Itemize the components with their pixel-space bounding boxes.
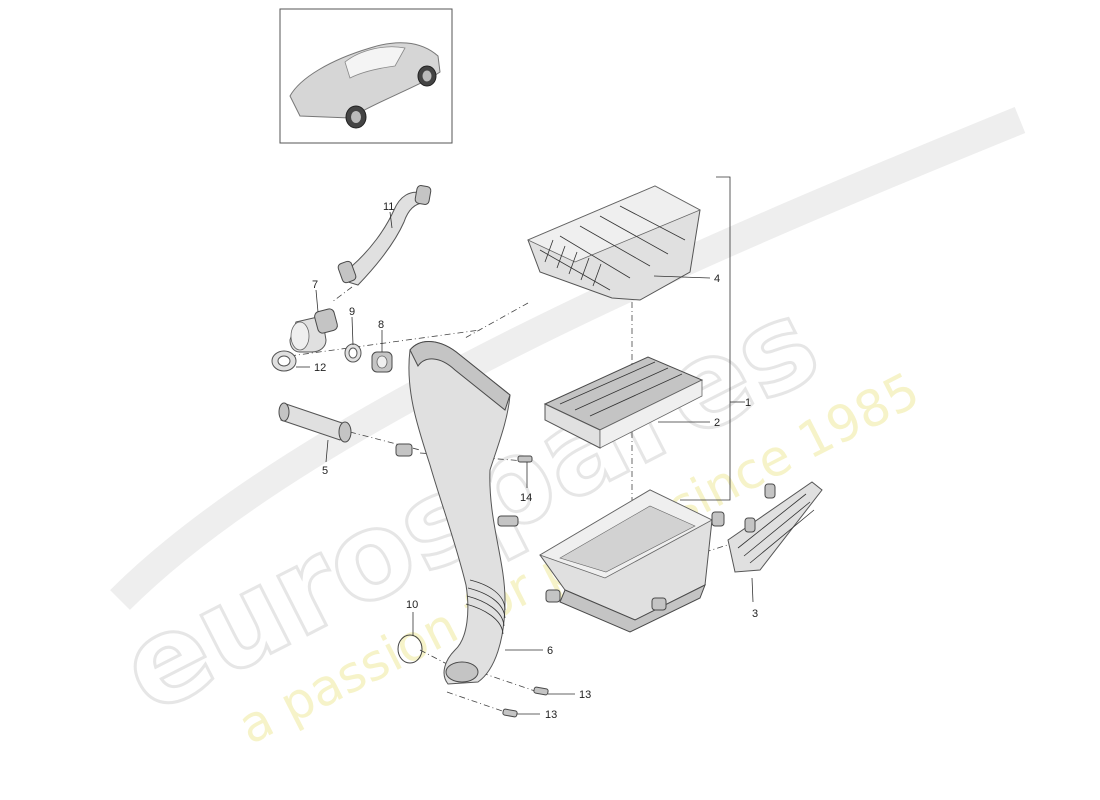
leader-9 [351, 316, 354, 346]
callout-7: 7 [312, 279, 318, 291]
callout-13a: 13 [579, 689, 591, 701]
callout-labels: 1 2 3 4 5 6 7 8 9 10 11 12 13 13 14 [312, 201, 758, 721]
callout-9: 9 [349, 306, 355, 318]
vehicle-thumbnail [279, 8, 453, 144]
axis-seal-10 [419, 649, 448, 665]
car-body-icon [289, 42, 441, 119]
airbox-cover-part-4 [527, 185, 701, 301]
axis-hose-elbow [331, 286, 353, 303]
bolt-part-13a [533, 686, 549, 696]
bolt-part-13b [502, 708, 518, 718]
callout-14: 14 [520, 492, 532, 504]
grommet-part-8 [371, 351, 393, 373]
leader-5 [325, 439, 329, 463]
callout-10: 10 [406, 599, 418, 611]
leader-7 [315, 289, 319, 313]
callout-2: 2 [714, 417, 720, 429]
seal-ring-part-10 [397, 634, 423, 664]
intake-duct-part-6 [395, 341, 519, 685]
callout-11: 11 [383, 201, 394, 213]
callout-1: 1 [745, 397, 751, 409]
car-rim-front-icon [351, 111, 361, 123]
leader-4 [653, 275, 711, 279]
bracket-part-3 [727, 481, 823, 573]
airbox-housing [539, 489, 725, 633]
car-rim-rear-icon [422, 70, 432, 82]
filter-element-part-2 [543, 356, 704, 449]
callout-12: 12 [314, 362, 326, 374]
axis-bolt-13b [446, 691, 509, 714]
clamp-part-9 [344, 343, 362, 363]
watermark: eurospares a passion for parts since 198… [99, 107, 1026, 756]
elbow-part-7 [289, 308, 338, 353]
leader-11 [389, 211, 393, 229]
callout-8: 8 [378, 319, 384, 331]
leader-3 [751, 577, 754, 603]
ring-part-12 [271, 350, 297, 372]
car-window-icon [344, 46, 406, 79]
pipe-part-5 [278, 402, 352, 443]
callout-6: 6 [547, 645, 553, 657]
callout-3: 3 [752, 608, 758, 620]
axis-elbow-duct [289, 329, 481, 357]
watermark-swoosh [110, 107, 1026, 610]
hose-part-11 [337, 185, 432, 286]
bolt-part-14 [517, 455, 533, 463]
axis-bolt-13a [481, 672, 539, 693]
callout-4: 4 [714, 273, 720, 285]
group-bracket-1-upper [680, 176, 731, 501]
callout-5: 5 [322, 465, 328, 477]
callout-13b: 13 [545, 709, 557, 721]
leader-lines [296, 176, 754, 715]
